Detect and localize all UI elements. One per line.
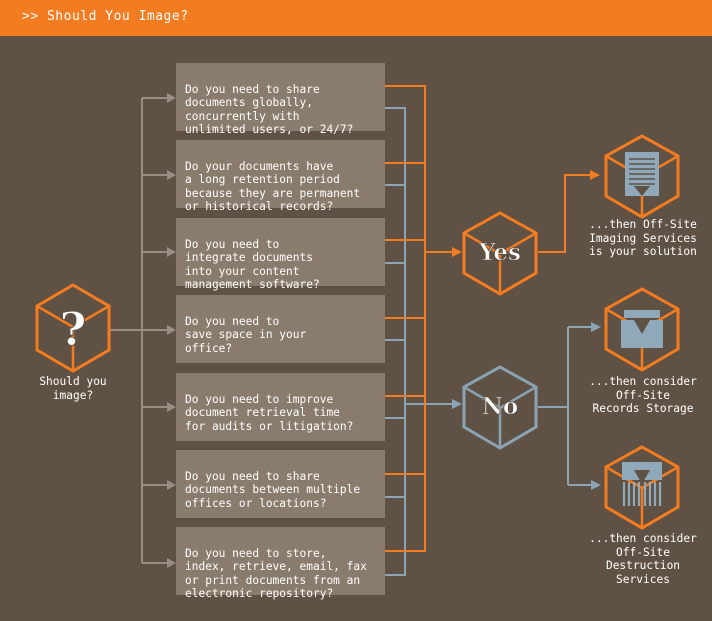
question-box-electronic-repository: Do you need to store, index, retrieve, e… [176, 527, 385, 600]
imaging-document-cube-icon [604, 134, 680, 219]
question-box-save-space: Do you need to save space in your office… [176, 295, 385, 363]
yes-connector-to-outcome [538, 174, 590, 253]
start-label: Should you image? [39, 375, 107, 402]
question-text: Do you need to store, index, retrieve, e… [185, 546, 367, 601]
header-bar: >> Should You Image? [0, 0, 712, 36]
question-text: Do you need to share documents globally,… [185, 82, 354, 137]
question-text: Do you need to improve document retrieva… [185, 392, 354, 433]
no-decision-cube-icon: No [462, 365, 538, 450]
no-connectors [385, 107, 592, 576]
question-text: Do you need to save space in your office… [185, 314, 307, 355]
question-box-retrieval-time: Do you need to improve document retrieva… [176, 373, 385, 441]
no-decision-label: No [482, 393, 518, 420]
no-connector-vertical [385, 107, 406, 576]
start-cube-icon: ? [35, 283, 111, 373]
records-storage-box-cube-icon [604, 287, 680, 372]
start-connector-arrowheads [167, 93, 176, 568]
question-box-integrate-software: Do you need to integrate documents into … [176, 218, 385, 291]
question-text: Do you need to integrate documents into … [185, 237, 320, 292]
yes-connectors [385, 85, 590, 552]
yes-decision-cube-icon: Yes [462, 211, 538, 296]
question-box-retention-period: Do your documents have a long retention … [176, 140, 385, 213]
yes-decision-label: Yes [478, 239, 521, 266]
question-text: Do your documents have a long retention … [185, 159, 361, 214]
no-connector-arrowheads [452, 322, 601, 490]
records-storage-outcome-label: ...then consider Off-Site Records Storag… [589, 375, 697, 415]
destruction-shredder-cube-icon [604, 445, 680, 530]
question-box-share-multiple-offices: Do you need to share documents between m… [176, 450, 385, 518]
start-connectors [110, 97, 168, 564]
page-title: >> Should You Image? [22, 9, 189, 24]
destruction-outcome-label: ...then consider Off-Site Destruction Se… [589, 532, 697, 586]
question-box-share-globally: Do you need to share documents globally,… [176, 63, 385, 136]
question-mark-symbol: ? [60, 302, 87, 356]
question-text: Do you need to share documents between m… [185, 469, 361, 510]
yes-connector-arrowheads [452, 170, 600, 257]
yes-outcome-label: ...then Off-Site Imaging Services is you… [589, 218, 697, 258]
